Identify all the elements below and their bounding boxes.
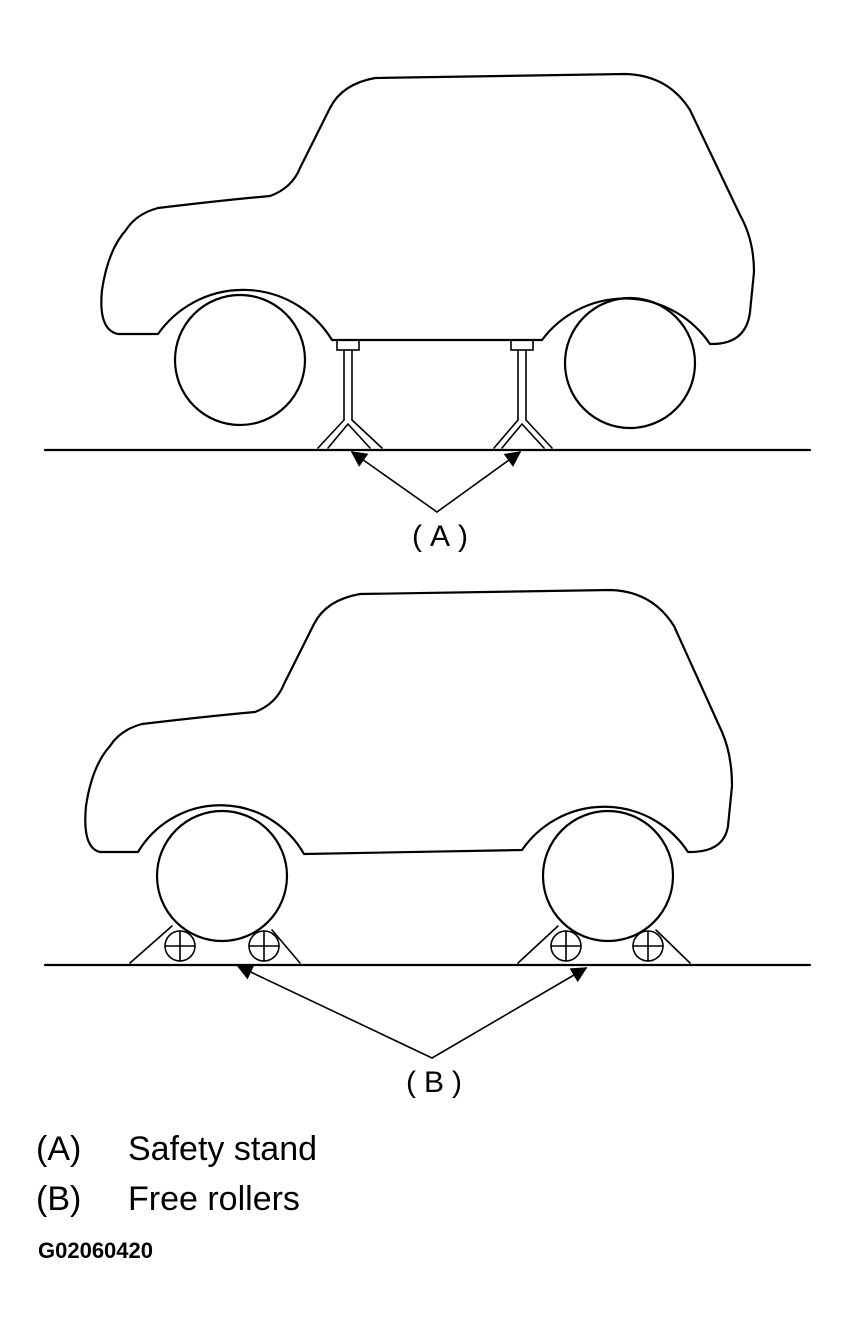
figure-a [43,72,812,513]
front-wheel [155,809,289,943]
free-roller [129,925,301,964]
callout-label-b: (B) [406,1066,470,1099]
front-wheel [173,293,307,427]
safety-stand [317,339,383,449]
leader-line-a [436,451,522,513]
figure-id: G02060420 [38,1238,153,1263]
free-roller [517,925,691,964]
leader-line-a [350,451,438,513]
leader-line-b [431,967,588,1059]
vehicle-body [84,588,734,856]
leader-line-b [236,964,433,1059]
legend-key: (A) [36,1130,82,1168]
legend-text: Safety stand [128,1130,318,1168]
vehicle-body [100,72,756,346]
callout-label-a: (A) [412,520,476,553]
legend-text: Free rollers [128,1180,300,1218]
legend-key: (B) [36,1180,82,1218]
safety-stand [493,339,553,449]
rear-wheel [541,809,675,943]
rear-wheel [563,296,697,430]
figure-b [43,588,812,1059]
